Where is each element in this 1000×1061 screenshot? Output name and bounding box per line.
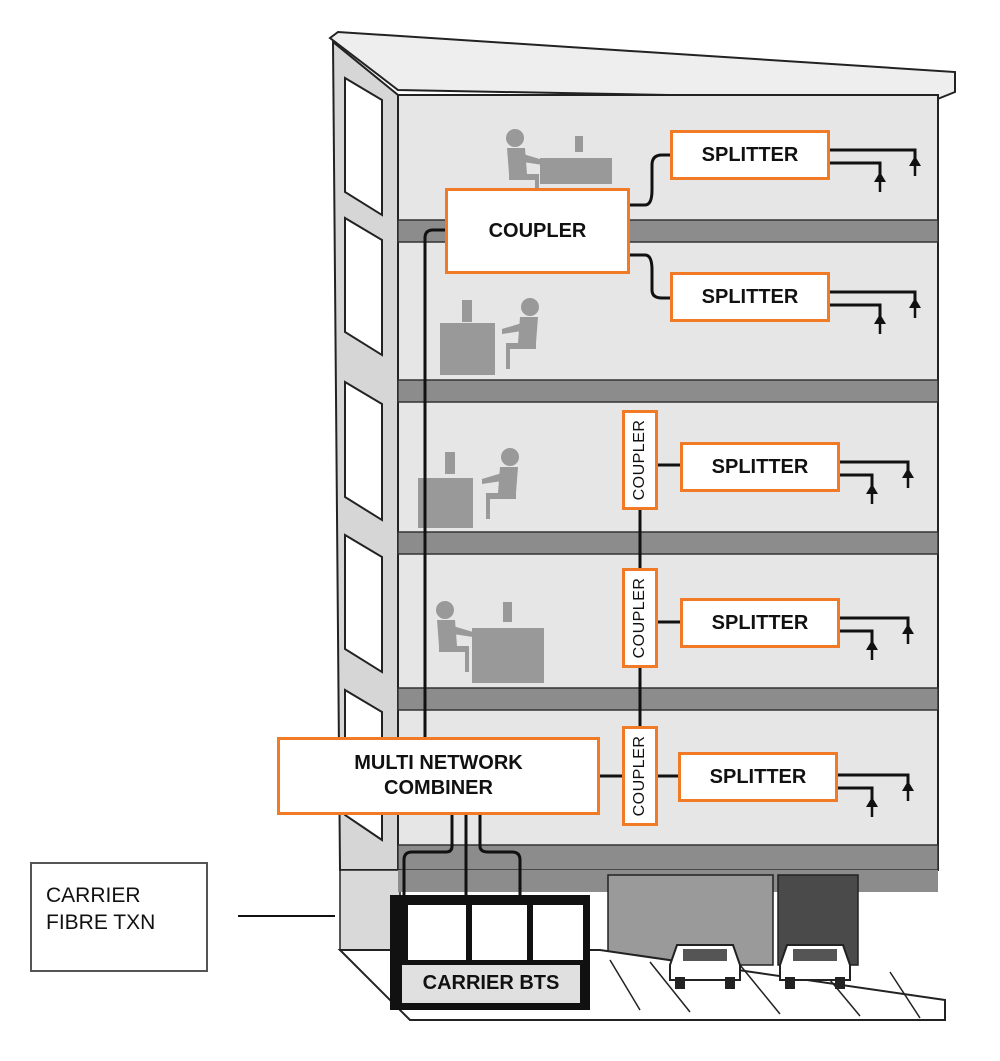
- carrier-fibre-label-line1: CARRIER: [46, 884, 141, 907]
- car-icon: [779, 944, 851, 989]
- side-windows: [344, 76, 383, 842]
- multi-network-combiner-box: MULTI NETWORK COMBINER: [277, 737, 600, 815]
- vertical-coupler-floor-5: COUPLER: [622, 726, 658, 826]
- office-worker-icon: [418, 448, 519, 528]
- vertical-coupler-label: COUPLER: [631, 419, 648, 501]
- carrier-fibre-box: CARRIER FIBRE TXN: [30, 862, 208, 972]
- vertical-coupler-label: COUPLER: [631, 577, 648, 659]
- splitter-box-floor-3: SPLITTER: [680, 442, 840, 492]
- carrier-fibre-label-line2: FIBRE TXN: [46, 911, 156, 935]
- combiner-label-line2: COMBINER: [384, 777, 493, 799]
- office-worker-icon: [436, 601, 544, 683]
- splitter-box-floor-2: SPLITTER: [670, 272, 830, 322]
- splitter-box-floor-1: SPLITTER: [670, 130, 830, 180]
- main-coupler-label: COUPLER: [488, 219, 587, 242]
- cables: [238, 153, 682, 917]
- roof: [328, 30, 956, 102]
- main-coupler-box: COUPLER: [445, 188, 630, 274]
- splitter-label: SPLITTER: [701, 143, 799, 166]
- splitter-label: SPLITTER: [711, 611, 809, 634]
- splitter-label: SPLITTER: [711, 455, 809, 478]
- vertical-coupler-label: COUPLER: [631, 735, 648, 817]
- combiner-label-line1: MULTI NETWORK: [354, 752, 523, 774]
- car-icon: [669, 944, 741, 989]
- carrier-bts-cabinet: [390, 895, 590, 1010]
- carrier-bts-label: CARRIER BTS: [422, 972, 560, 994]
- vertical-coupler-floor-4: COUPLER: [622, 568, 658, 668]
- office-worker-icon: [506, 129, 612, 200]
- splitter-label: SPLITTER: [709, 765, 807, 788]
- office-worker-icon: [440, 298, 539, 375]
- splitter-box-floor-4: SPLITTER: [680, 598, 840, 648]
- splitter-label: SPLITTER: [701, 285, 799, 308]
- splitter-box-floor-5: SPLITTER: [678, 752, 838, 802]
- vertical-coupler-floor-3: COUPLER: [622, 410, 658, 510]
